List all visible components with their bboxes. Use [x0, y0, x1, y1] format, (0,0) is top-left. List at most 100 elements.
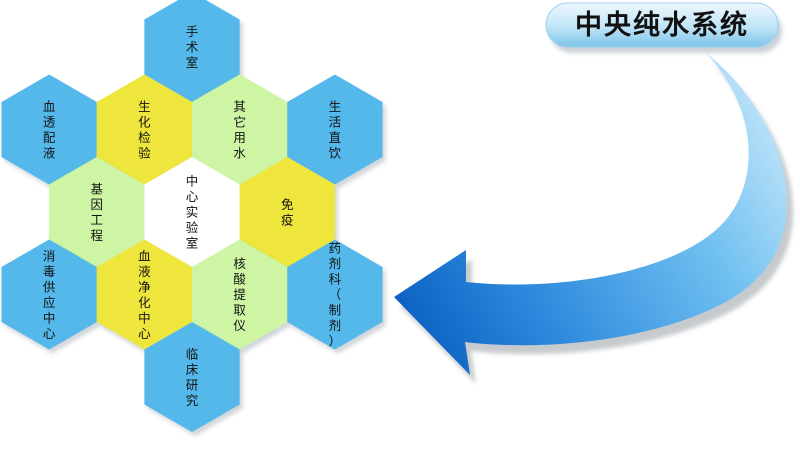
hex-label-char: 化 [138, 295, 151, 310]
hex-label-char: 透 [43, 114, 56, 129]
hex-label: 血透配液 [43, 99, 56, 161]
flow-arrow-body [394, 53, 788, 375]
hex-label-char: 仪 [233, 318, 246, 333]
hex-biochem-test: 生化检验 [96, 74, 195, 189]
hex-label: 免疫 [281, 197, 294, 228]
hex-shape [287, 239, 383, 350]
hex-label-char: 室 [186, 55, 199, 70]
hex-label: 核酸提取仪 [233, 256, 246, 333]
hex-label-char: 毒 [43, 264, 56, 279]
hex-shape [144, 0, 240, 102]
hex-label-char: 液 [138, 264, 151, 279]
hex-label: 手术室 [186, 24, 199, 70]
hex-nucleic-acid: 核酸提取仪 [192, 239, 291, 354]
hex-label-char: （ [329, 287, 342, 302]
hex-label: 血液净化中心 [138, 248, 151, 341]
hex-label-char: 酸 [233, 272, 246, 287]
hex-label-char: 手 [186, 24, 199, 39]
hex-label: 消毒供应中心 [43, 248, 56, 341]
hex-pharmacy: 药剂科（制剂） [287, 239, 386, 354]
hex-shape [96, 239, 192, 350]
hex-label-char: 药 [329, 241, 342, 256]
hex-shape [49, 157, 145, 267]
hex-shape [192, 239, 288, 350]
hex-label-char: 化 [138, 114, 151, 129]
hex-label-char: 血 [43, 99, 56, 114]
hex-label: 其它用水 [233, 99, 246, 161]
hex-label-char: 直 [329, 130, 342, 145]
hex-surgery: 手术室 [144, 0, 243, 106]
hex-label-char: ） [329, 334, 342, 349]
hex-label-char: 验 [186, 220, 199, 235]
hex-label-char: 疫 [281, 212, 294, 227]
hex-shape [1, 74, 97, 185]
hex-shape [287, 74, 383, 185]
hex-label-char: 研 [186, 377, 199, 392]
hex-label-char: 床 [186, 362, 199, 377]
hex-shape [144, 157, 240, 267]
hex-label: 中心实验室 [186, 174, 199, 251]
hex-label-char: 剂 [329, 256, 342, 271]
hex-label-char: 消 [43, 248, 56, 263]
hex-label-char: 检 [138, 130, 151, 145]
hex-label: 生化检验 [138, 99, 151, 161]
hex-label-char: 科 [329, 272, 342, 287]
hex-immunology: 免疫 [239, 157, 338, 271]
hex-blood-purification: 血液净化中心 [96, 239, 195, 354]
title-pill: 中央纯水系统 [545, 2, 782, 53]
hex-label-char: 工 [90, 212, 103, 227]
hex-label: 临床研究 [186, 346, 199, 408]
hex-label-char: 制 [329, 303, 342, 318]
hex-shape [192, 74, 288, 185]
hex-clinical-research: 临床研究 [144, 322, 243, 436]
hex-label-char: 生 [329, 99, 342, 114]
hex-label-char: 其 [233, 99, 246, 114]
title-text: 中央纯水系统 [575, 9, 749, 41]
hex-label-char: 基 [90, 181, 103, 196]
hex-label-char: 取 [233, 303, 246, 318]
hex-label-char: 心 [43, 326, 56, 341]
hex-label-char: 术 [186, 40, 199, 55]
hex-label-char: 免 [281, 197, 294, 212]
hex-label-char: 临 [186, 346, 199, 361]
hex-label-char: 它 [233, 114, 246, 129]
hex-label-char: 剂 [329, 318, 342, 333]
hex-label-char: 供 [43, 279, 56, 294]
hex-disinfection-supply: 消毒供应中心 [1, 239, 100, 354]
hex-other-water: 其它用水 [192, 74, 291, 189]
title-pill-background [545, 2, 779, 48]
hex-label: 药剂科（制剂） [329, 241, 342, 349]
hex-label: 基因工程 [90, 181, 103, 243]
hex-label-char: 饮 [329, 145, 342, 160]
hex-label-char: 用 [233, 130, 246, 145]
hex-label-char: 核 [233, 256, 246, 271]
hex-label-char: 提 [233, 287, 246, 302]
hexagon-grid: 手术室血透配液生化检验其它用水生活直饮基因工程中心实验室免疫消毒供应中心血液净化… [1, 0, 386, 436]
hex-label-char: 应 [43, 295, 56, 310]
hex-label-char: 心 [186, 189, 199, 204]
hex-label-char: 中 [138, 310, 151, 325]
hex-label-char: 配 [43, 130, 56, 145]
hex-label: 生活直饮 [329, 99, 342, 161]
hex-shape [239, 157, 335, 267]
hex-label-char: 中 [186, 174, 199, 189]
hex-shape [96, 74, 192, 185]
flow-arrow [394, 53, 794, 384]
hex-label-char: 水 [233, 145, 246, 160]
hex-label-char: 验 [138, 145, 151, 160]
hex-label-char: 活 [329, 114, 342, 129]
hex-label-char: 净 [138, 279, 151, 294]
hex-label-char: 程 [90, 228, 103, 243]
hex-label-char: 心 [138, 326, 151, 341]
hex-direct-drinking: 生活直饮 [287, 74, 386, 189]
hex-hemodialysis: 血透配液 [1, 74, 100, 189]
hex-label-char: 因 [90, 197, 103, 212]
hex-genetic-engineering: 基因工程 [49, 157, 148, 271]
hex-label-char: 液 [43, 145, 56, 160]
hex-shape [1, 239, 97, 350]
hex-label-char: 中 [43, 310, 56, 325]
hex-central-lab: 中心实验室 [144, 157, 240, 267]
hex-label-char: 室 [186, 236, 199, 251]
hex-label-char: 生 [138, 99, 151, 114]
